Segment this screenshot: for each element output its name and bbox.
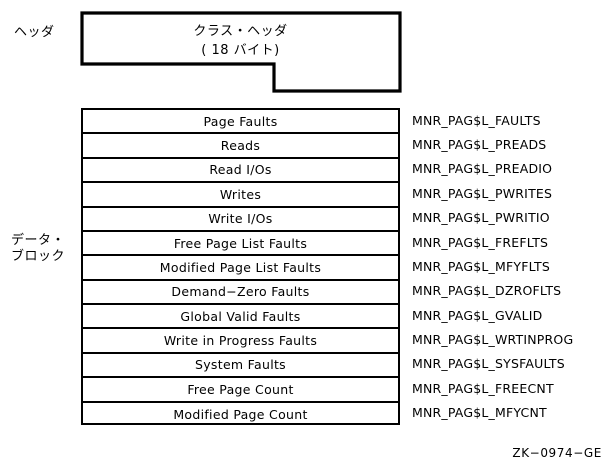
symbol-row: MNR_PAG$L_WRTINPROG [412,327,612,351]
symbol-name: MNR_PAG$L_FAULTS [412,112,541,128]
table-row: Modified Page List Faults [83,256,398,281]
symbol-name: MNR_PAG$L_GVALID [412,307,543,323]
symbol-name: MNR_PAG$L_MFYCNT [412,405,547,421]
symbol-name: MNR_PAG$L_DZROFLTS [412,283,562,299]
row-label: System Faults [195,357,286,373]
row-label: Writes [219,186,262,202]
table-row: Write I/Os [83,208,398,232]
table-row: System Faults [83,354,398,379]
table-row: Free Page List Faults [83,232,398,257]
row-label: Page Faults [203,113,278,129]
symbol-row: MNR_PAG$L_PWRITIO [412,206,612,230]
table-row: Modified Page Count [83,403,398,427]
data-block-table: Page Faults Reads Read I/Os Writes Write… [81,108,400,425]
symbol-name: MNR_PAG$L_PWRITES [412,185,553,201]
table-row: Reads [83,134,398,159]
table-row: Write in Progress Faults [83,329,398,354]
symbol-row: MNR_PAG$L_PREADIO [412,157,612,181]
symbol-row: MNR_PAG$L_SYSFAULTS [412,352,612,376]
table-row: Global Valid Faults [83,305,398,330]
symbol-row: MNR_PAG$L_GVALID [412,303,612,327]
row-label: Write I/Os [208,211,273,227]
row-label: Demand−Zero Faults [171,284,310,300]
row-label: Read I/Os [209,162,272,178]
symbol-name-column: MNR_PAG$L_FAULTS MNR_PAG$L_PREADS MNR_PA… [412,108,612,425]
symbol-row: MNR_PAG$L_MFYFLTS [412,254,612,278]
symbol-row: MNR_PAG$L_PREADS [412,132,612,156]
class-header-block [78,9,404,95]
figure-id-label: ZK−0974−GE [512,446,602,460]
symbol-row: MNR_PAG$L_PWRITES [412,181,612,205]
symbol-name: MNR_PAG$L_FREECNT [412,380,554,396]
symbol-name: MNR_PAG$L_WRTINPROG [412,332,574,348]
symbol-name: MNR_PAG$L_PWRITIO [412,210,550,226]
table-row: Page Faults [83,110,398,135]
table-row: Free Page Count [83,378,398,403]
symbol-row: MNR_PAG$L_FAULTS [412,108,612,132]
row-label: Global Valid Faults [180,308,301,324]
data-block-caption: データ・ ブロック [11,233,66,264]
class-header-outline [80,11,402,93]
symbol-row: MNR_PAG$L_MFYCNT [412,401,612,425]
table-row: Demand−Zero Faults [83,281,398,305]
row-label: Write in Progress Faults [163,333,318,349]
header-caption: ヘッダ [14,25,55,40]
class-header-size: ( 18 バイト) [201,42,280,58]
table-row: Writes [83,183,398,208]
symbol-name: MNR_PAG$L_FREFLTS [412,234,549,250]
row-label: Free Page Count [187,381,294,397]
symbol-row: MNR_PAG$L_FREECNT [412,376,612,400]
symbol-row: MNR_PAG$L_FREFLTS [412,230,612,254]
row-label: Modified Page List Faults [159,259,322,275]
class-header-title: クラス・ヘッダ [193,23,288,39]
symbol-name: MNR_PAG$L_PREADS [412,137,547,153]
row-label: Reads [220,138,261,154]
symbol-name: MNR_PAG$L_SYSFAULTS [412,356,565,372]
symbol-row: MNR_PAG$L_DZROFLTS [412,279,612,303]
table-row: Read I/Os [83,159,398,184]
symbol-name: MNR_PAG$L_PREADIO [412,161,553,177]
row-label: Modified Page Count [173,407,308,423]
row-label: Free Page List Faults [173,235,308,251]
class-header-text-group: クラス・ヘッダ ( 18 バイト) [81,18,400,63]
symbol-name: MNR_PAG$L_MFYFLTS [412,258,551,274]
